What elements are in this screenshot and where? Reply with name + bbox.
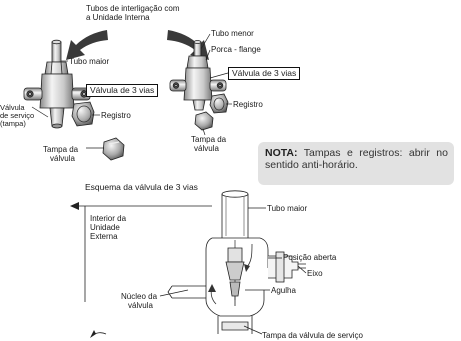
label-valvula-3-vias-left: Válvula de 3 vias <box>86 84 159 97</box>
label-tampa-right-1: Tampa da <box>191 135 227 144</box>
label-interior-3: Externa <box>90 232 118 241</box>
arrow-right-icon <box>167 30 209 60</box>
label-tubo-maior: Tubo maior <box>69 57 110 66</box>
label-interior-1: Interior da <box>90 214 127 223</box>
note-body: Tampas e registros: abrir no sentido ant… <box>265 147 448 171</box>
label-tubo-menor: Tubo menor <box>211 29 254 38</box>
valve-schematic <box>70 190 307 338</box>
label-tampa-left-2: válvula <box>50 154 75 163</box>
label-tubo-maior-schema: Tubo maior <box>267 204 308 213</box>
right-valve-illustration <box>169 40 229 131</box>
label-valvula-3-vias-right: Válvula de 3 vias <box>228 67 301 80</box>
note-text: NOTA: Tampas e registros: abrir no senti… <box>258 142 454 171</box>
label-tubos-line2: a Unidade Interna <box>86 13 150 22</box>
label-interior-2: Unidade <box>90 223 120 232</box>
label-eixo: Eixo <box>307 269 323 278</box>
label-registro-left: Registro <box>101 111 131 120</box>
label-posicao-aberta: Posição aberta <box>283 253 337 262</box>
label-tubos-line1: Tubos de interligação com <box>86 4 180 13</box>
arrow-left-icon <box>66 30 108 60</box>
label-tampa-servico: Tampa da válvula de serviço <box>262 331 363 340</box>
label-tampa-left-1: Tampa da <box>43 145 79 154</box>
label-agulha: Agulha <box>271 286 296 295</box>
label-nucleo-2: válvula <box>128 301 153 310</box>
label-valvula-servico-1: Válvula <box>0 103 25 112</box>
note-box: NOTA: Tampas e registros: abrir no senti… <box>258 142 454 185</box>
leader-lines-top <box>31 33 232 149</box>
label-valvula-servico-2: de serviço <box>0 111 35 120</box>
label-nucleo-1: Núcleo da <box>121 292 158 301</box>
note-bold: NOTA: <box>265 147 298 159</box>
label-porca-flange: Porca - flange <box>211 45 261 54</box>
left-valve-illustration <box>23 39 125 161</box>
label-tampa-right-2: válvula <box>194 144 219 153</box>
label-valvula-servico-3: (tampa) <box>0 119 26 128</box>
label-registro-right: Registro <box>233 100 263 109</box>
schema-title: Esquema da válvula de 3 vias <box>85 182 198 192</box>
